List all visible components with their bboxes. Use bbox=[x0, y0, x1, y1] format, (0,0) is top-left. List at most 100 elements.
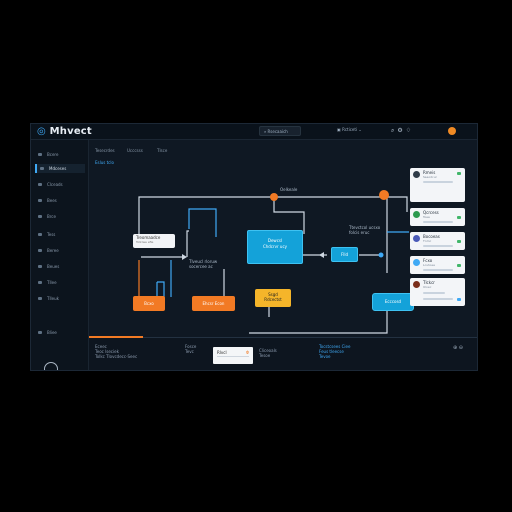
bottom-col-2: Fosce Tevc bbox=[185, 344, 196, 354]
info-link[interactable]: Tevoe bbox=[319, 354, 331, 359]
sidebar-item-label: Tlleuk bbox=[47, 296, 59, 301]
node-title: Dewcsl bbox=[267, 238, 283, 243]
list-icon bbox=[38, 215, 42, 218]
breadcrumb[interactable]: Eslus tclo bbox=[95, 160, 114, 165]
placeholder-line bbox=[423, 181, 453, 183]
settings-icon[interactable]: ⚙ bbox=[397, 127, 406, 134]
logo-icon: ◎ bbox=[37, 126, 46, 137]
tab-2[interactable]: Ucccsss bbox=[127, 148, 143, 153]
sidebar-item[interactable]: Bliee bbox=[35, 328, 85, 337]
flow-icon bbox=[40, 167, 44, 170]
trigger-dot[interactable] bbox=[270, 193, 278, 201]
node-type-icon bbox=[413, 211, 420, 218]
status-indicator bbox=[457, 240, 461, 243]
flow-canvas[interactable]: Treomaadce Tolkiwe efie Oelkeale Tlveucl… bbox=[89, 157, 414, 337]
trigger-dot[interactable] bbox=[379, 190, 389, 200]
node-title: Ssgd bbox=[268, 292, 278, 297]
action-node[interactable]: Bcxo bbox=[133, 296, 165, 311]
bottom-col-4: Tocstcsees Ciee Feus tleecse Tevoe bbox=[319, 344, 350, 359]
workspace-label: Rcticeti bbox=[342, 127, 358, 132]
zoom-in-icon[interactable]: ⊕ bbox=[453, 345, 458, 351]
sidebar-item-label: Brce bbox=[47, 214, 56, 219]
node-type-icon bbox=[413, 259, 420, 266]
edge-label: Oelkeale bbox=[280, 187, 298, 192]
condition-node[interactable]: Ssgd Rdcectst bbox=[255, 289, 291, 307]
card-subtitle: Tnmc bbox=[423, 239, 432, 243]
sidebar-item[interactable]: Bcere bbox=[35, 150, 85, 159]
placeholder-line bbox=[423, 269, 453, 271]
card-title: Rmeis bbox=[423, 170, 436, 175]
tab-1[interactable]: Tesecrdes bbox=[95, 148, 115, 153]
bottom-col-1: Eceec Teoc lseciek Tolkc Tlovcdecc-Seec bbox=[95, 344, 137, 359]
info-text: Cliceoals bbox=[259, 348, 277, 353]
info-text: Tevc bbox=[185, 349, 194, 354]
info-link[interactable]: Feus tleecse bbox=[319, 349, 344, 354]
card-badge: Φ bbox=[245, 350, 249, 355]
card-title: Fcxo bbox=[423, 258, 433, 263]
node-type-icon bbox=[413, 235, 420, 242]
sidebar-item[interactable]: Tess bbox=[35, 230, 85, 239]
app-logo[interactable]: ◎ Mhvect bbox=[37, 126, 92, 137]
sidebar-item[interactable]: Bees bbox=[35, 196, 85, 205]
info-link[interactable]: Tocstcsees Ciee bbox=[319, 344, 351, 349]
sidebar-item[interactable]: Clceads bbox=[35, 180, 85, 189]
sidebar-item[interactable]: Beues bbox=[35, 262, 85, 271]
power-icon[interactable] bbox=[44, 362, 58, 370]
bottom-card[interactable]: Rlvcl Φ bbox=[213, 347, 253, 364]
zoom-controls[interactable]: ⊕ ⊖ bbox=[453, 346, 463, 351]
card-title: Tlckcr bbox=[423, 280, 435, 285]
sidebar-item[interactable]: Beree bbox=[35, 246, 85, 255]
top-icons: ⌕⚙♢ bbox=[391, 127, 414, 135]
grid-icon bbox=[38, 199, 42, 202]
node-subtitle: Tolkiwe efie bbox=[136, 240, 154, 244]
box-icon bbox=[38, 249, 42, 252]
search-icon[interactable]: ⌕ bbox=[391, 127, 398, 134]
main-process-node[interactable]: Dewcsl Chdcrvr ucy bbox=[247, 230, 303, 264]
edge-label: Tlveucl rloruw socercee ac bbox=[189, 259, 218, 269]
tag-icon bbox=[38, 233, 42, 236]
start-node[interactable]: Treomaadce Tolkiwe efie bbox=[133, 234, 175, 248]
tab-3[interactable]: Tlsce bbox=[157, 148, 168, 153]
workspace-selector[interactable]: ▣ Rcticeti ⌄ bbox=[337, 127, 362, 132]
sidebar-item-label: Bees bbox=[47, 198, 57, 203]
card-title: Rlvcl bbox=[217, 350, 227, 355]
status-indicator bbox=[457, 172, 461, 175]
chart-icon bbox=[38, 183, 42, 186]
app-title: Mhvect bbox=[49, 126, 92, 137]
placeholder-line bbox=[423, 298, 453, 300]
workspace-icon: ▣ bbox=[337, 127, 341, 132]
sidebar-item[interactable]: Mdceses bbox=[35, 164, 85, 173]
info-text: Tesoe bbox=[259, 353, 271, 358]
sidebar-item-label: Tllee bbox=[47, 280, 57, 285]
sidebar-item-label: Clceads bbox=[47, 182, 63, 187]
card-subtitle: Lcutoee bbox=[423, 263, 435, 267]
progress-bar bbox=[89, 336, 143, 338]
settings-icon bbox=[38, 331, 42, 334]
node-subtitle: Chdcrvr ucy bbox=[262, 244, 288, 249]
zoom-out-icon[interactable]: ⊖ bbox=[458, 345, 463, 351]
status-indicator bbox=[457, 298, 461, 301]
field-node[interactable]: Flld bbox=[331, 247, 358, 262]
status-indicator bbox=[457, 216, 461, 219]
node-type-icon bbox=[413, 281, 420, 288]
node-type-icon bbox=[413, 171, 420, 178]
sidebar-item[interactable]: Tlleuk bbox=[35, 294, 85, 303]
search-value: Rsecaaich bbox=[267, 129, 288, 134]
info-text: Fosce bbox=[185, 344, 197, 349]
output-node[interactable]: Ecccosd bbox=[372, 293, 414, 311]
bell-icon[interactable]: ♢ bbox=[405, 127, 415, 134]
sidebar-item[interactable]: Tllee bbox=[35, 278, 85, 287]
divider bbox=[217, 356, 249, 357]
sidebar-item[interactable]: Brce bbox=[35, 212, 85, 221]
search-input[interactable]: ⌕ Rsecaaich bbox=[259, 126, 301, 136]
action-node[interactable]: Ehcsr Econ bbox=[192, 296, 235, 311]
avatar[interactable] bbox=[448, 127, 456, 135]
placeholder-line bbox=[423, 245, 453, 247]
card-subtitle: Toee bbox=[423, 215, 430, 219]
app-window: ◎ Mhvect ⌕ Rsecaaich ▣ Rcticeti ⌄ ⌕⚙♢ Bc… bbox=[30, 123, 478, 371]
